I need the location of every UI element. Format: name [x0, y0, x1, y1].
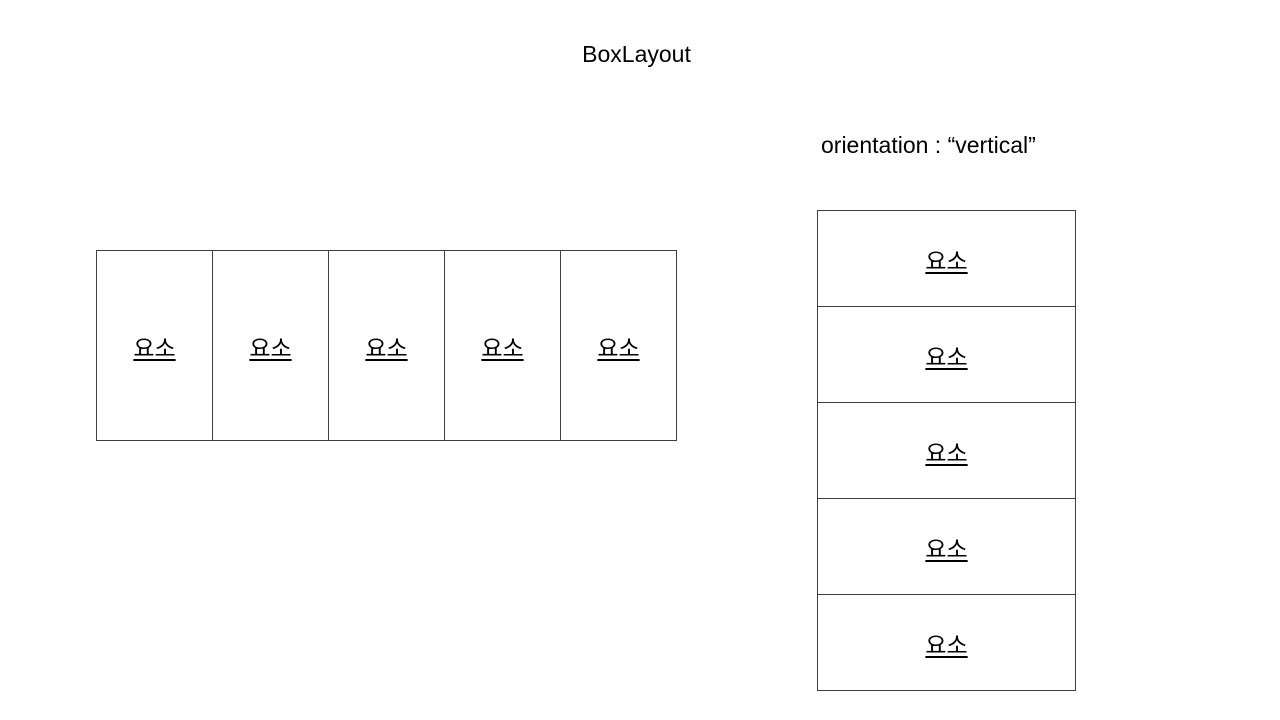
vertical-orientation-label: orientation : “vertical” — [821, 132, 1036, 158]
element-label: 요소 — [925, 632, 968, 659]
element-label: 요소 — [133, 335, 176, 362]
element-label: 요소 — [597, 335, 640, 362]
element-label: 요소 — [925, 344, 968, 371]
vertical-element-box: 요소 — [818, 403, 1075, 499]
element-label: 요소 — [925, 440, 968, 467]
horizontal-boxlayout: 요소 요소 요소 요소 요소 — [96, 250, 677, 441]
horizontal-element-box: 요소 — [97, 251, 213, 440]
element-label: 요소 — [365, 335, 408, 362]
element-label: 요소 — [481, 335, 524, 362]
element-label: 요소 — [925, 536, 968, 563]
horizontal-element-box: 요소 — [561, 251, 676, 440]
element-label: 요소 — [249, 335, 292, 362]
element-label: 요소 — [925, 248, 968, 275]
vertical-boxlayout: 요소 요소 요소 요소 요소 — [817, 210, 1076, 691]
horizontal-element-box: 요소 — [329, 251, 445, 440]
diagram-title: BoxLayout — [582, 41, 691, 67]
vertical-element-box: 요소 — [818, 499, 1075, 595]
horizontal-element-box: 요소 — [445, 251, 561, 440]
vertical-element-box: 요소 — [818, 595, 1075, 690]
vertical-element-box: 요소 — [818, 307, 1075, 403]
vertical-element-box: 요소 — [818, 211, 1075, 307]
horizontal-element-box: 요소 — [213, 251, 329, 440]
